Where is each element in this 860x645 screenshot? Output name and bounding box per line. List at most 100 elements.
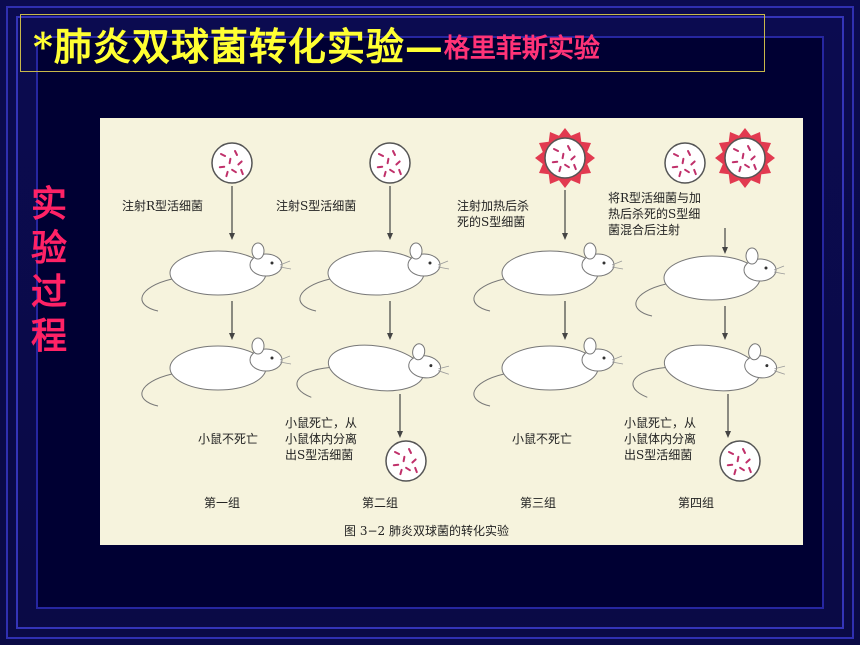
bacterium (378, 153, 384, 157)
bacterium (240, 168, 244, 176)
side-label-char: 实 (30, 183, 67, 225)
live-mouse (141, 242, 292, 312)
group3-inject-line: 死的S型细菌 (457, 215, 526, 229)
bacterium (392, 149, 396, 157)
bacterium (551, 160, 559, 164)
bacterium (736, 455, 740, 463)
group2-label: 第二组 (362, 496, 399, 510)
group4-result-label: 小鼠死亡，从 小鼠体内分离 出S型活细菌 (624, 415, 696, 463)
group2-inject-label: 注射S型活细菌 (276, 199, 357, 213)
bacterium (671, 165, 679, 169)
group4-label: 第四组 (678, 496, 715, 510)
bacterium (739, 466, 745, 472)
side-label-char: 过 (30, 271, 67, 313)
bacterium (376, 165, 384, 169)
bacterium (726, 463, 734, 467)
bacterium (731, 160, 739, 164)
arrow-head (722, 333, 728, 340)
bacterium (747, 144, 751, 152)
bacterium (745, 458, 751, 464)
bacterium (687, 149, 691, 157)
bacterium (220, 153, 226, 157)
group3-result-label: 小鼠不死亡 (512, 432, 573, 446)
arrow-head (562, 333, 568, 340)
group3-inject-label: 注射加热后杀 死的S型细菌 (457, 198, 529, 230)
side-label-char: 程 (30, 315, 67, 357)
bacterium (218, 165, 226, 169)
live-mouse (473, 242, 624, 312)
arrow-head (562, 233, 568, 240)
slide-subtitle: 格里菲斯实验 (443, 33, 600, 64)
bacterium (414, 466, 418, 474)
bacterium (693, 168, 697, 176)
bacterium (558, 165, 562, 173)
bacterium (733, 468, 737, 476)
bacterium (398, 168, 402, 176)
arrow-head (722, 247, 728, 254)
arrow-head (397, 431, 403, 438)
arrow-head (725, 431, 731, 438)
group2-result-label: 小鼠死亡，从 小鼠体内分离 出S型活细菌 (285, 415, 357, 463)
side-label-char: 验 (30, 227, 67, 269)
bacterium (231, 168, 237, 174)
bacterium (561, 152, 565, 160)
bacterium (395, 160, 401, 166)
group4-result-line: 小鼠体内分离 (624, 432, 697, 446)
bacteria-dish (385, 440, 427, 482)
group4-result-line: 出S型活细菌 (624, 448, 693, 462)
group1-result-label: 小鼠不死亡 (198, 432, 259, 446)
group4-inject-line: 菌混合后注射 (608, 223, 681, 237)
bacterium (225, 170, 229, 178)
experiment-illustration (141, 128, 786, 482)
decorative-frame-outer (6, 6, 854, 639)
bacterium (402, 455, 406, 463)
bacterium (673, 153, 679, 157)
experiment-figure: 注射R型活细菌 小鼠不死亡 第一组 注射S型活细菌 小鼠死亡，从 小鼠体内分离 … (100, 118, 803, 545)
group3-label: 第三组 (520, 496, 557, 510)
arrow-head (387, 333, 393, 340)
bacterium (741, 152, 745, 160)
bacterium (553, 148, 559, 152)
dead-mouse (296, 343, 450, 398)
bacterium (399, 468, 403, 476)
bacteria-dish (544, 137, 586, 179)
group1-inject-label: 注射R型活细菌 (122, 199, 204, 213)
bacterium (389, 168, 395, 174)
live-mouse (299, 242, 450, 312)
bacterium (738, 165, 742, 173)
bacteria-dish (664, 142, 706, 184)
bacterium (681, 157, 685, 165)
side-label: 实 验 过 程 (28, 182, 70, 358)
arrow-head (387, 233, 393, 240)
bacterium (408, 447, 412, 455)
group4-inject-line: 热后杀死的S型细 (608, 207, 701, 221)
dead-mouse (632, 343, 786, 398)
live-mouse (473, 337, 624, 407)
group3-inject-line: 注射加热后杀 (457, 199, 530, 213)
bacterium (411, 458, 417, 464)
slide-title-box: *肺炎双球菌转化实验— 格里菲斯实验 (20, 14, 765, 72)
group2-result-line: 小鼠体内分离 (285, 432, 358, 446)
bacterium (564, 163, 570, 169)
group4-inject-label: 将R型活细菌与加 热后杀死的S型细 菌混合后注射 (608, 190, 701, 238)
slide-title: *肺炎双球菌转化实验— (33, 23, 444, 69)
bacterium (394, 451, 400, 455)
bacteria-dish (369, 142, 411, 184)
bacterium (690, 160, 696, 166)
bacterium (237, 160, 243, 166)
arrow-head (229, 333, 235, 340)
group1-label: 第一组 (204, 496, 241, 510)
bacterium (750, 155, 756, 161)
group4-inject-line: 将R型活细菌与加 (608, 191, 702, 205)
bacterium (228, 157, 232, 165)
arrow-head (229, 233, 235, 240)
bacterium (742, 447, 746, 455)
bacteria-dish (724, 137, 766, 179)
bacterium (392, 463, 400, 467)
bacterium (684, 168, 690, 174)
bacterium (383, 170, 387, 178)
bacterium (753, 163, 757, 171)
bacterium (748, 466, 752, 474)
decorative-frame-inner (36, 36, 824, 609)
